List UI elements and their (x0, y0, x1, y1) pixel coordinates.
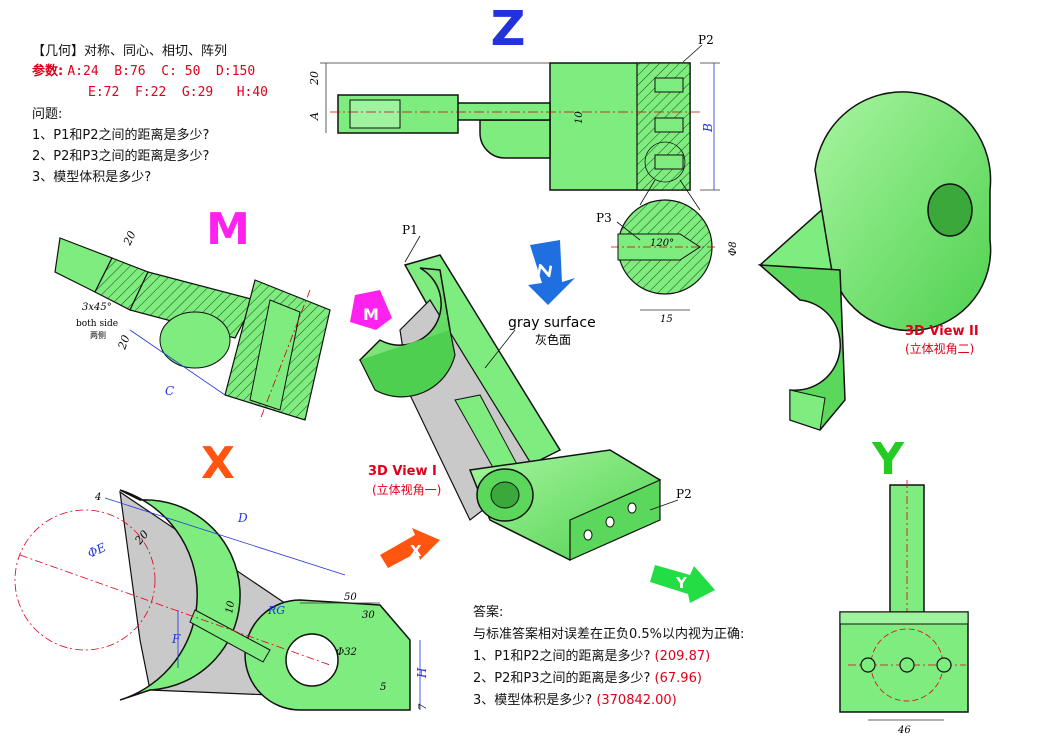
p2-label-3d: P2 (676, 487, 692, 501)
x-dim-5: 5 (380, 682, 386, 693)
view2-subtitle: (立体视角二) (905, 341, 974, 356)
y-dim-46: 46 (897, 725, 911, 736)
arrow-x-label: X (410, 542, 422, 560)
x-dim-phi32: Φ32 (336, 647, 357, 658)
x-dim-50: 50 (344, 592, 357, 603)
p2-label-z: P2 (698, 33, 714, 47)
x-dim-4: 4 (94, 492, 101, 503)
detail-dim-15: 15 (660, 314, 673, 325)
z-view: 20 A 10 B P2 (308, 33, 720, 191)
detail-phi8: Φ8 (728, 241, 739, 256)
m-dim-20a: 20 (121, 229, 139, 248)
y-view: 46 (839, 480, 969, 736)
answer-value-1: (209.87) (654, 649, 711, 664)
gray-surface-en: gray surface (508, 315, 596, 331)
answer-question-2: 2、P2和P3之间的距离是多少? (473, 671, 651, 686)
x-dim-d: D (237, 511, 248, 525)
question-2: 2、P2和P3之间的距离是多少? (32, 149, 210, 164)
answer-row-1: 1、P1和P2之间的距离是多少? (209.87) (473, 648, 710, 666)
view-m-label: M (206, 204, 250, 255)
m-dim-20b: 20 (115, 333, 132, 352)
answer-value-3: (370842.00) (596, 693, 677, 708)
view1-3d: P1 P2 gray surface 灰色面 3D View I (立体视角一) (358, 223, 692, 561)
detail-angle: 120° (650, 238, 674, 249)
answer-row-2: 2、P2和P3之间的距离是多少? (67.96) (473, 670, 702, 688)
params-values-1: A:24 B:76 C: 50 D:150 (67, 64, 256, 79)
arrow-x: X (380, 528, 440, 568)
question-1: 1、P1和P2之间的距离是多少? (32, 128, 210, 143)
x-dim-10: 10 (224, 599, 237, 614)
questions-label: 问题: (32, 107, 63, 122)
x-view: 4 20 D ΦE 10 RG 50 30 F Φ32 H 5 7 (14, 489, 429, 711)
z-dim-b: B (701, 123, 715, 133)
answers-tolerance: 与标准答案相对误差在正负0.5%以内视为正确: (473, 627, 745, 642)
x-dim-f: F (171, 632, 181, 646)
view2-3d: 3D View II (立体视角二) (757, 91, 992, 431)
x-dim-7: 7 (418, 703, 429, 710)
answer-row-3: 3、模型体积是多少? (370842.00) (473, 692, 677, 710)
x-dim-rg: RG (267, 604, 285, 617)
arrow-m-label: M (363, 305, 379, 324)
answer-question-3: 3、模型体积是多少? (473, 693, 593, 708)
z-dim-10: 10 (574, 111, 585, 124)
arrow-z: Z (528, 240, 575, 305)
arrow-y: Y (650, 565, 715, 603)
view-x-label: X (201, 438, 235, 489)
answer-value-2: (67.96) (654, 671, 702, 686)
x-dim-30: 30 (362, 610, 375, 621)
question-3: 3、模型体积是多少? (32, 170, 152, 185)
problem-title: 【几何】对称、同心、相切、阵列 (32, 44, 228, 59)
arrow-y-label: Y (675, 574, 688, 592)
p1-label: P1 (402, 223, 418, 237)
answers-label: 答案: (473, 605, 504, 620)
gray-surface-cn: 灰色面 (535, 333, 571, 347)
x-dim-h: H (415, 667, 429, 679)
m-dim-c: C (165, 384, 174, 398)
params-values-2: E:72 F:22 G:29 H:40 (88, 85, 269, 100)
x-dim-phie: ΦE (85, 540, 108, 561)
view1-subtitle: (立体视角一) (372, 482, 441, 497)
arrow-z-label: Z (534, 262, 557, 279)
view1-title: 3D View I (368, 464, 437, 479)
view2-title: 3D View II (905, 324, 979, 339)
params-row-1: 参数: A:24 B:76 C: 50 D:150 (32, 63, 255, 81)
view-z-label: Z (491, 1, 526, 57)
arrow-m: M (350, 290, 392, 330)
z-dim-20: 20 (308, 71, 321, 86)
m-chamfer: 3x45° (82, 302, 112, 313)
p3-label: P3 (596, 211, 612, 225)
detail-view: 120° Φ8 15 P3 (596, 179, 739, 325)
z-dim-a: A (308, 112, 321, 121)
answer-question-1: 1、P1和P2之间的距离是多少? (473, 649, 651, 664)
view-y-label: Y (871, 434, 905, 485)
params-label: 参数: (32, 64, 64, 79)
m-both-side-cn: 两侧 (90, 330, 106, 340)
m-view: 20 3x45° both side 两侧 20 C (54, 229, 331, 421)
m-both-side: both side (76, 319, 118, 329)
